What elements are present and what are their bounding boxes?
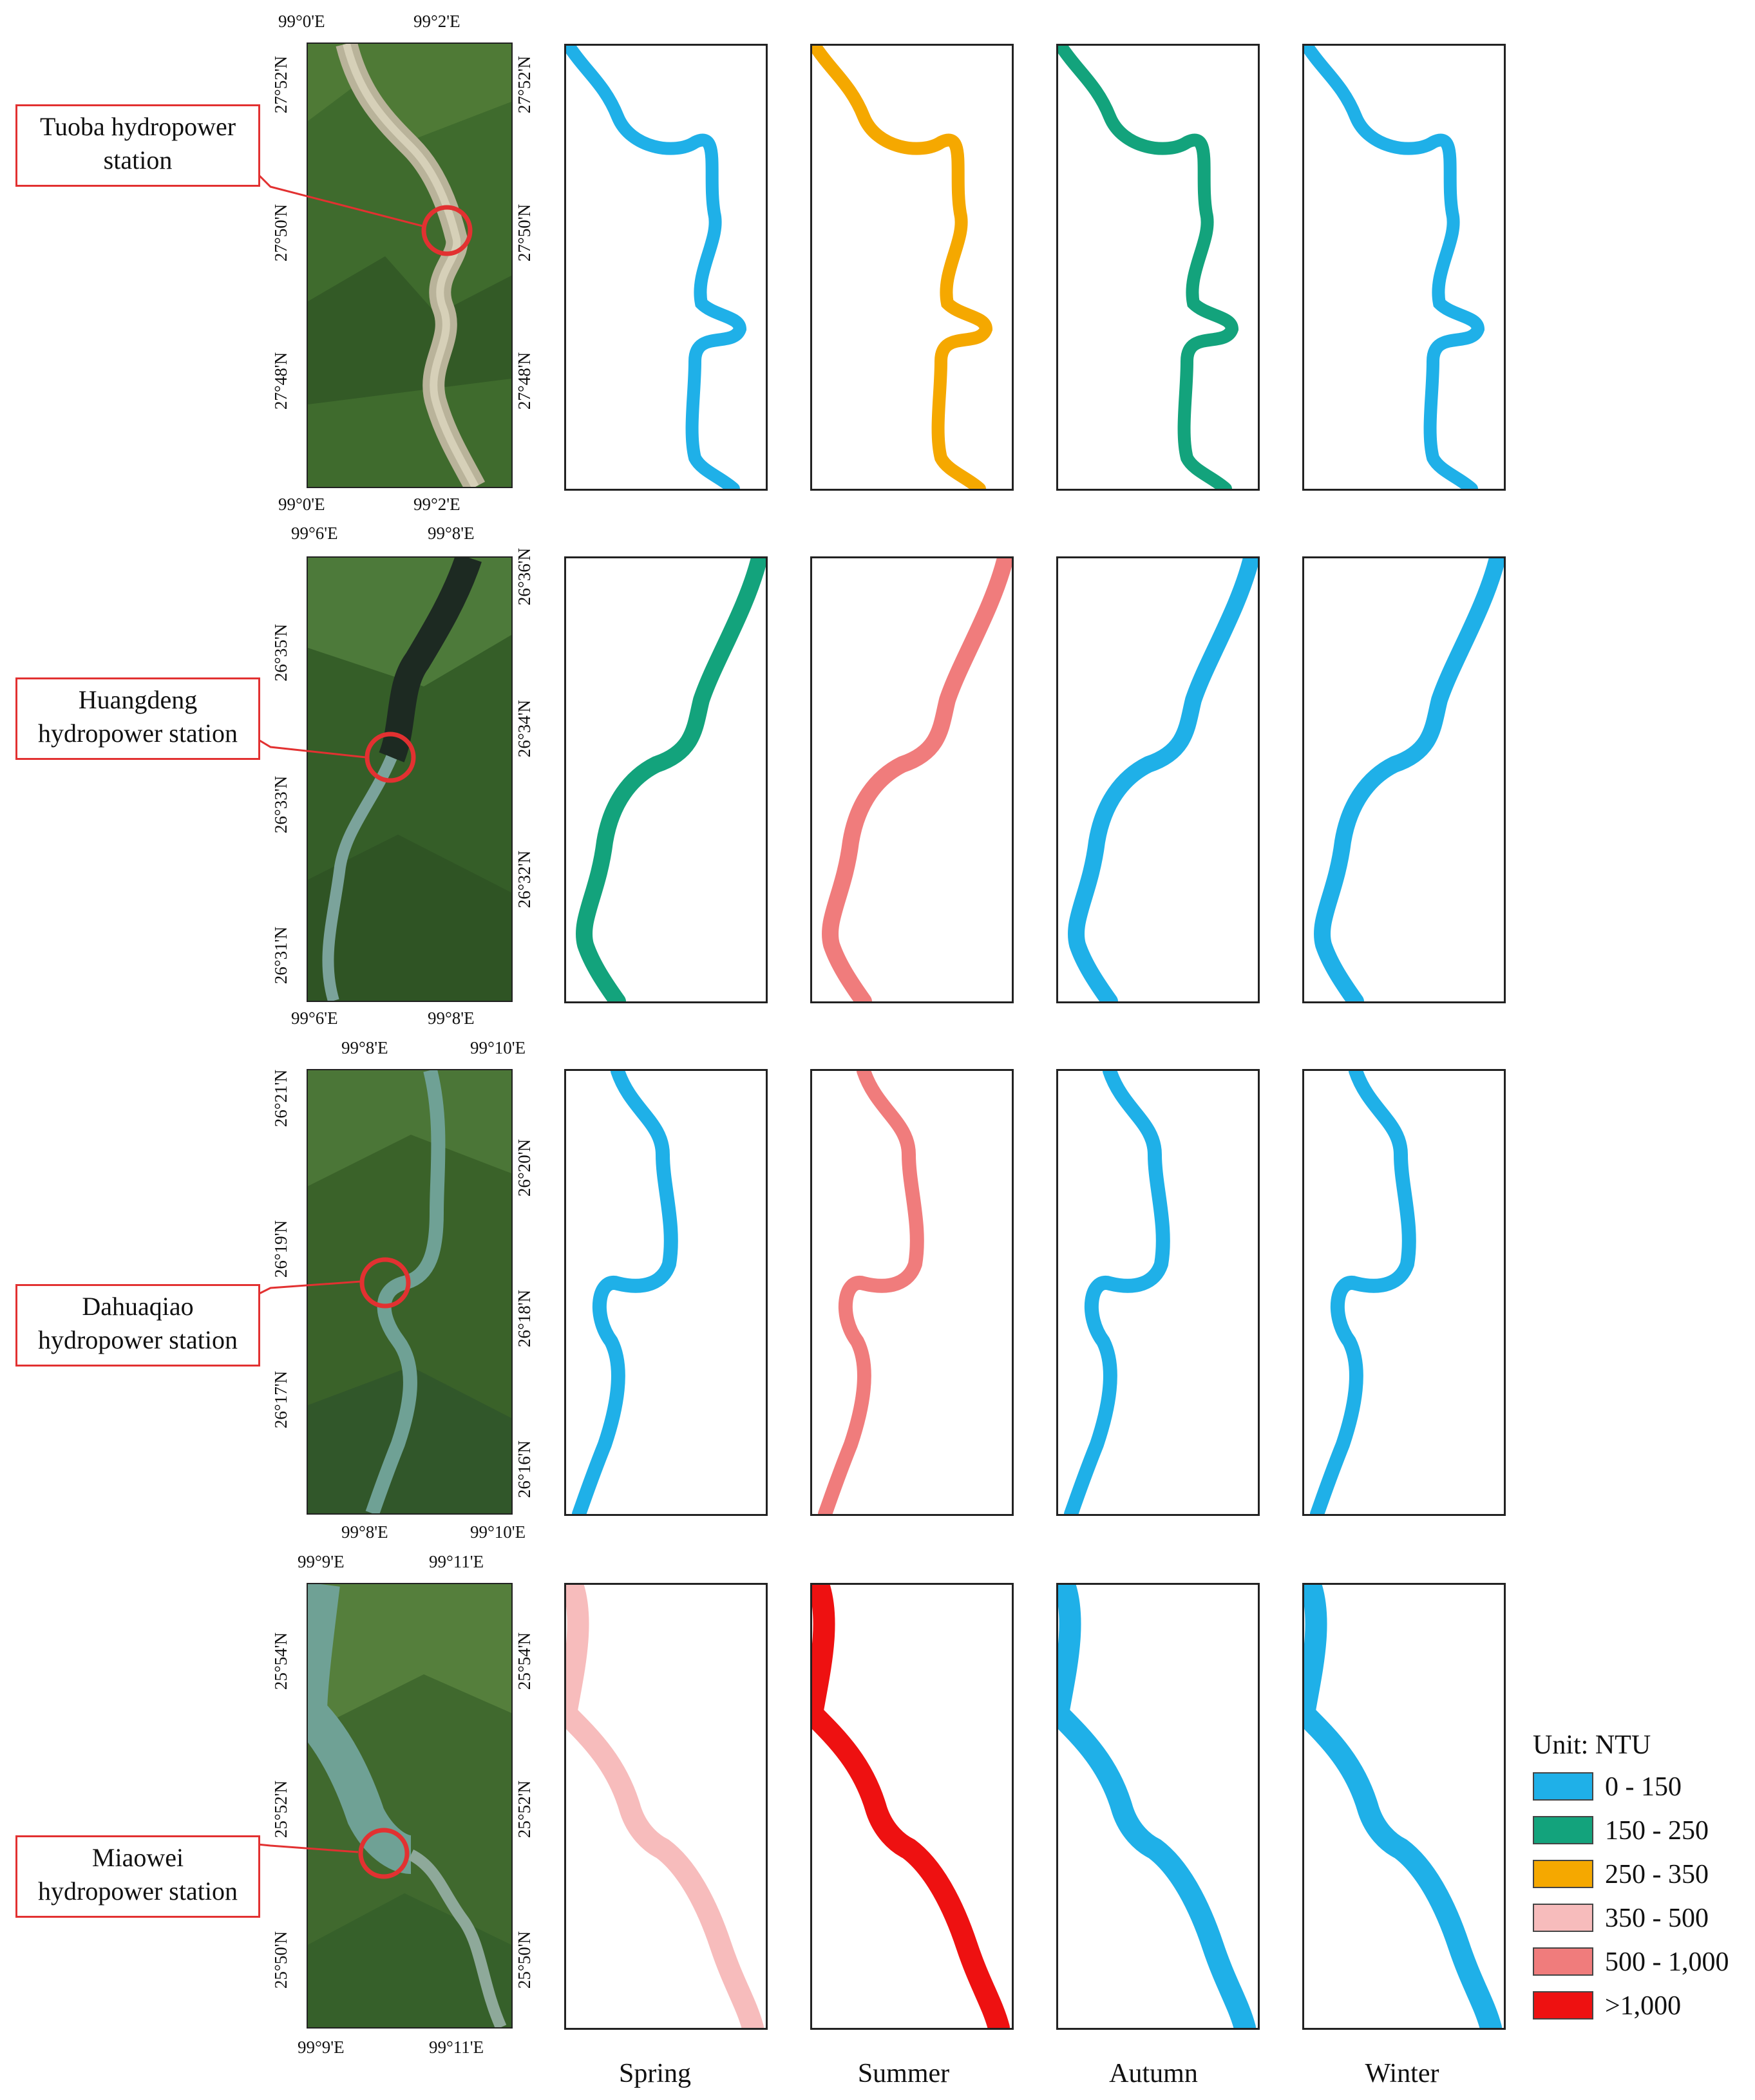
season-label-autumn: Autumn [1109, 2059, 1198, 2088]
river-reach [576, 558, 766, 1001]
satellite-image [307, 556, 513, 1002]
lon-tick-top: 99°10'E [470, 1038, 526, 1057]
satellite-image [307, 43, 513, 488]
turbidity-map-summer [810, 556, 1014, 1003]
lat-tick-right: 26°20'N [515, 1139, 535, 1197]
lon-tick-top: 99°9'E [298, 1552, 345, 1571]
river-reach [566, 1585, 764, 2028]
callout-line: Dahuaqiao [82, 1292, 194, 1321]
turbidity-map-winter [1302, 1583, 1506, 2030]
lon-tick-bottom: 99°10'E [470, 1522, 526, 1542]
lon-tick-bottom: 99°6'E [291, 1008, 338, 1028]
river-reach [1304, 1585, 1502, 2028]
lat-tick-right: 25°52'N [515, 1780, 535, 1839]
station-callout-dahuaqiao: Dahuaqiao hydropower station [15, 1284, 260, 1367]
river-reach [822, 558, 1012, 1001]
lat-tick-right: 25°50'N [515, 1931, 535, 1989]
callout-line: hydropower station [38, 719, 238, 748]
lon-tick-bottom: 99°9'E [298, 2038, 345, 2057]
lat-tick-right: 26°32'N [515, 850, 535, 909]
satellite-image [307, 1069, 513, 1515]
lon-tick-top: 99°6'E [291, 524, 338, 543]
lat-tick-right: 26°36'N [515, 547, 535, 606]
river-reach [566, 46, 747, 489]
satellite-image [307, 1583, 513, 2029]
lat-tick-right: 27°52'N [515, 55, 535, 114]
river-reach [1304, 46, 1485, 489]
turbidity-map-winter [1302, 556, 1506, 1003]
turbidity-map-spring [564, 556, 768, 1003]
turbidity-map-spring [564, 1583, 768, 2030]
legend-label: >1,000 [1605, 1991, 1682, 2021]
lon-tick-bottom: 99°2'E [413, 495, 460, 514]
legend-title: Unit: NTU [1533, 1730, 1651, 1760]
lon-tick-top: 99°8'E [428, 524, 475, 543]
turbidity-map-summer [810, 1069, 1014, 1516]
turbidity-map-winter [1302, 1069, 1506, 1516]
lon-tick-bottom: 99°11'E [429, 2038, 484, 2057]
legend-swatch [1533, 1947, 1593, 1976]
callout-line: Huangdeng [78, 685, 198, 714]
callout-line: station [103, 146, 173, 175]
legend-swatch [1533, 1860, 1593, 1888]
legend-label: 500 - 1,000 [1605, 1947, 1729, 1977]
turbidity-map-summer [810, 44, 1014, 491]
legend-swatch [1533, 1991, 1593, 2020]
lon-tick-bottom: 99°8'E [428, 1008, 475, 1028]
river-reach [1314, 558, 1504, 1001]
legend-swatch [1533, 1904, 1593, 1932]
lon-tick-top: 99°0'E [278, 12, 325, 31]
legend-label: 250 - 350 [1605, 1860, 1709, 1889]
turbidity-map-spring [564, 1069, 768, 1516]
river-reach [572, 1071, 678, 1514]
lat-tick-right: 27°48'N [515, 352, 535, 410]
river-reach [1068, 558, 1258, 1001]
turbidity-map-autumn [1056, 44, 1260, 491]
station-marker [359, 1257, 411, 1309]
legend-label: 150 - 250 [1605, 1816, 1709, 1846]
lon-tick-top: 99°8'E [341, 1038, 388, 1057]
station-callout-tuoba: Tuoba hydropower station [15, 104, 260, 187]
river-reach [1064, 1071, 1170, 1514]
lat-tick-right: 25°54'N [515, 1632, 535, 1690]
station-marker [365, 732, 416, 783]
station-marker [358, 1828, 410, 1879]
callout-line: hydropower station [38, 1877, 238, 1906]
legend-swatch [1533, 1772, 1593, 1801]
river-reach [812, 46, 993, 489]
lon-tick-bottom: 99°0'E [278, 495, 325, 514]
river-reach [1058, 1585, 1256, 2028]
turbidity-map-autumn [1056, 1583, 1260, 2030]
lon-tick-top: 99°2'E [413, 12, 460, 31]
callout-line: Tuoba hydropower [39, 112, 236, 141]
legend-swatch [1533, 1816, 1593, 1844]
lat-tick-right: 26°16'N [515, 1440, 535, 1499]
callout-line: hydropower station [38, 1325, 238, 1354]
river-reach [1310, 1071, 1416, 1514]
callout-line: Miaowei [91, 1843, 184, 1872]
legend-label: 350 - 500 [1605, 1904, 1709, 1933]
turbidity-map-spring [564, 44, 768, 491]
station-callout-miaowei: Miaowei hydropower station [15, 1835, 260, 1918]
station-callout-huangdeng: Huangdeng hydropower station [15, 677, 260, 760]
turbidity-map-summer [810, 1583, 1014, 2030]
river-reach [812, 1585, 1010, 2028]
season-label-winter: Winter [1365, 2059, 1439, 2088]
season-label-spring: Spring [618, 2059, 691, 2088]
lon-tick-bottom: 99°8'E [341, 1522, 388, 1542]
turbidity-map-winter [1302, 44, 1506, 491]
river-reach [1058, 46, 1239, 489]
lat-tick-right: 27°50'N [515, 203, 535, 262]
river-reach [818, 1071, 924, 1514]
turbidity-map-autumn [1056, 556, 1260, 1003]
callout-leaders [256, 173, 426, 1853]
lon-tick-top: 99°11'E [429, 1552, 484, 1571]
turbidity-map-autumn [1056, 1069, 1260, 1516]
lat-tick-right: 26°18'N [515, 1289, 535, 1348]
season-label-summer: Summer [857, 2059, 950, 2088]
lat-tick-right: 26°34'N [515, 699, 535, 758]
station-marker [421, 205, 473, 256]
legend-label: 0 - 150 [1605, 1772, 1682, 1802]
